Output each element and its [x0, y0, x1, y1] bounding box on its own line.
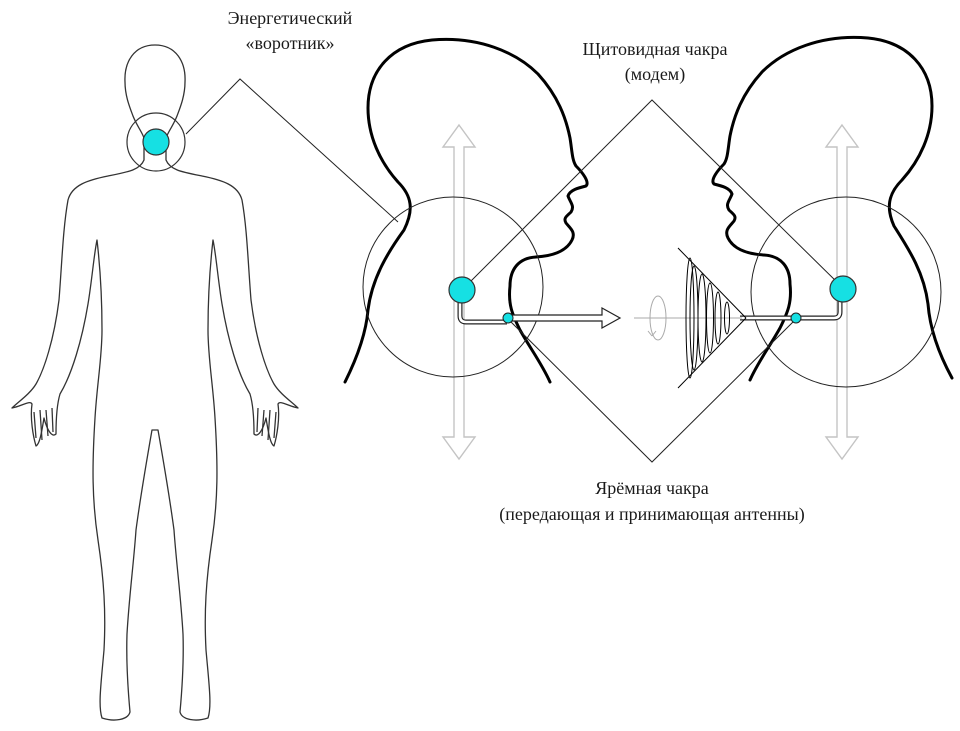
- thyroid-label-line2: (модем): [625, 64, 685, 85]
- collar-leader-line: [186, 79, 398, 222]
- leader-lines: [462, 100, 843, 462]
- collar-label-line2: «воротник»: [245, 33, 334, 53]
- thyroid-chakra-dot-right: [830, 276, 856, 302]
- collar-label-line1: Энергетический: [228, 8, 353, 28]
- jugular-chakra-dot-right: [791, 313, 801, 323]
- signal-arrow: [510, 308, 620, 328]
- collar-chakra-dot: [143, 129, 169, 155]
- jugular-chakra-dot-left: [503, 313, 513, 323]
- thyroid-label-line1: Щитовидная чакра: [583, 39, 728, 59]
- head-profile-left: [345, 39, 587, 382]
- head-profile-right: [713, 37, 952, 380]
- right-connector: [796, 300, 840, 318]
- thyroid-chakra-dot-left: [449, 277, 475, 303]
- left-connector: [460, 300, 507, 322]
- jugular-label-line1: Ярёмная чакра: [595, 478, 709, 498]
- jugular-label-line2: (передающая и принимающая антенны): [499, 504, 804, 525]
